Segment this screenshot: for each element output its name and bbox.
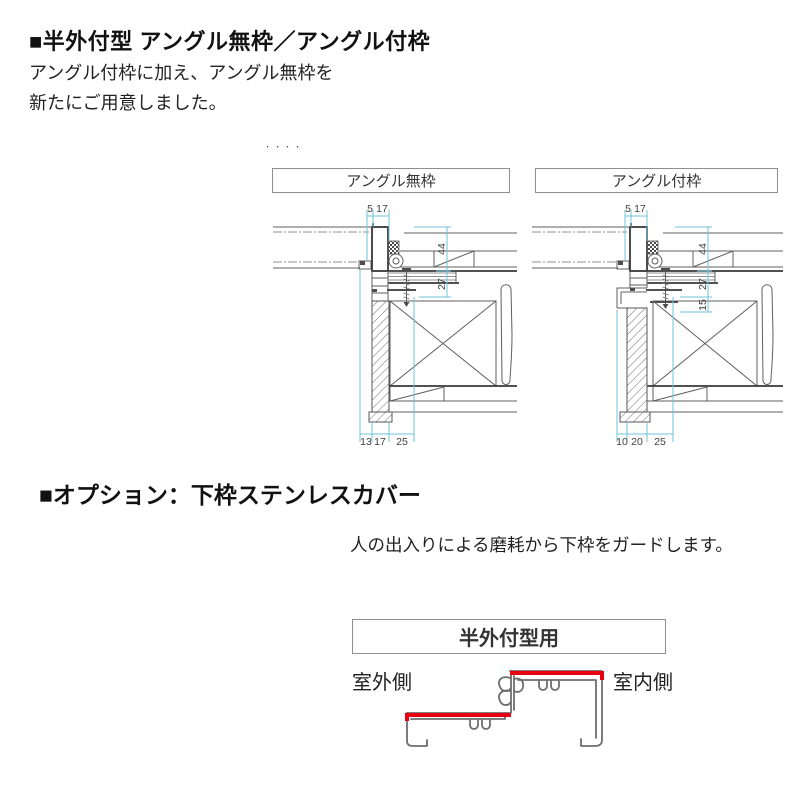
dim-right-44: 44: [436, 243, 448, 255]
dim-top-5: 5: [367, 203, 373, 215]
outdoor-side-label: 室外側: [352, 672, 412, 694]
dim-bottom-13: 13: [360, 436, 372, 448]
page-title: ■半外付型 アングル無枠／アングル付枠: [29, 29, 431, 54]
ellipsis-dots: ・・・・: [264, 144, 304, 151]
dim-bottom-25: 25: [396, 436, 408, 448]
option-description: 人の出入りによる磨耗から下枠をガードします。: [350, 535, 733, 555]
stainless-cover-indoor: [510, 671, 604, 680]
option-diagram-label-text: 半外付型用: [459, 628, 559, 650]
subtitle-line-2: 新たにご用意しました。: [29, 93, 227, 113]
dim-right-27: 27: [436, 278, 448, 290]
dim-right-44: 44: [697, 243, 709, 255]
option-section-title: ■オプション：下枠ステンレスカバー: [39, 482, 421, 508]
diagram-label-angle-framed: アングル付枠: [535, 168, 778, 193]
dim-bottom-17: 17: [374, 436, 386, 448]
dim-top-17: 17: [634, 203, 646, 215]
sill-profile-drawing: [405, 670, 604, 747]
indoor-side-label: 室内側: [613, 672, 673, 694]
dim-bottom-10: 10: [616, 436, 628, 448]
cross-section-drawing-angle-framed: 5 17 44 27 15 10 20 25: [532, 203, 783, 448]
cross-section-drawing-angle-frameless: 5 17 44 27 13 17 25: [273, 203, 517, 448]
diagram-label-text: アングル無枠: [346, 173, 436, 190]
dim-bottom-25: 25: [654, 436, 666, 448]
option-diagram-label: 半外付型用: [352, 619, 666, 654]
dim-top-17: 17: [376, 203, 388, 215]
dim-bottom-20: 20: [631, 436, 643, 448]
dim-top-5: 5: [625, 203, 631, 215]
dim-right-15: 15: [697, 299, 709, 311]
subtitle-line-1: アングル付枠に加え、アングル無枠を: [29, 63, 334, 83]
diagram-label-text: アングル付枠: [611, 173, 702, 190]
diagram-label-angle-frameless: アングル無枠: [272, 168, 510, 193]
dim-right-27: 27: [697, 278, 709, 290]
stainless-cover-outdoor: [405, 713, 511, 721]
